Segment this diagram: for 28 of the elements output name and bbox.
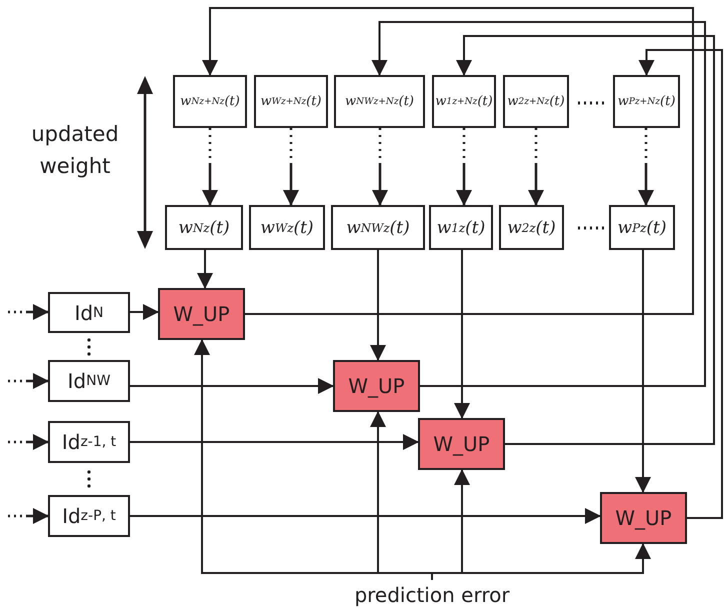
arrow	[638, 49, 723, 519]
arrow	[8, 434, 49, 450]
arrow	[130, 304, 159, 320]
axis-label: updated weight	[30, 121, 120, 180]
arrow	[638, 128, 654, 206]
process-box: W_UP	[600, 492, 687, 544]
arrow	[528, 128, 544, 206]
arrow	[283, 128, 299, 206]
arrow	[197, 250, 213, 289]
arrow	[8, 508, 49, 524]
arrow	[202, 128, 218, 206]
arrow	[130, 508, 601, 524]
process-box: W_UP	[333, 360, 420, 412]
arrow	[202, 7, 694, 315]
arrow	[130, 378, 334, 394]
arrow	[372, 128, 388, 206]
arrow	[8, 373, 49, 389]
process-box: W_UP	[158, 288, 245, 340]
arrow	[454, 250, 470, 419]
process-box: W_UP	[418, 418, 505, 470]
arrow	[456, 128, 472, 206]
arrow	[456, 35, 715, 445]
arrow	[370, 250, 386, 361]
arrow	[8, 304, 49, 320]
edge-label: prediction error	[342, 580, 522, 610]
arrow	[130, 434, 419, 450]
arrow	[372, 21, 706, 387]
arrow	[635, 250, 651, 493]
